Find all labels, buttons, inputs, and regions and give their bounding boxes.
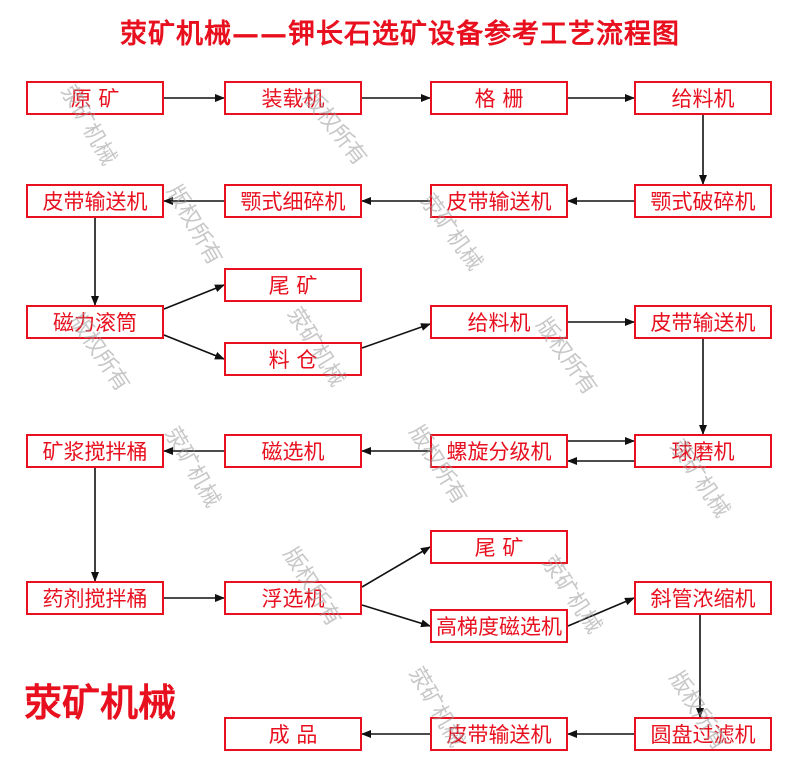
node-belt-conveyor-3: 皮带输送机 (634, 305, 772, 339)
node-silo: 料 仓 (224, 342, 362, 376)
node-loader: 装载机 (224, 81, 362, 115)
node-belt-conveyor-2: 皮带输送机 (430, 184, 568, 218)
arrow-silo-to-feeder-2 (361, 323, 431, 349)
node-belt-conveyor-1: 皮带输送机 (26, 184, 164, 218)
node-hg-magnetic-separator: 高梯度磁选机 (430, 609, 568, 643)
node-reagent-mixing-tank: 药剂搅拌桶 (26, 581, 164, 615)
arrow-magnetic-drum-to-tailings-1 (163, 284, 225, 310)
node-ball-mill: 球磨机 (634, 434, 772, 468)
node-tailings-2: 尾 矿 (430, 530, 568, 564)
node-jaw-fine-crusher: 颚式细碎机 (224, 184, 362, 218)
node-slurry-mixing-tank: 矿浆搅拌桶 (26, 434, 164, 468)
arrow-magnetic-drum-to-silo (163, 334, 225, 360)
node-raw-ore: 原 矿 (26, 81, 164, 115)
brand-logo-text: 荥矿机械 (24, 681, 177, 725)
node-magnetic-drum: 磁力滚筒 (26, 305, 164, 339)
arrow-flotation-machine-to-tailings-2 (361, 546, 431, 588)
node-feeder-2: 给料机 (430, 305, 568, 339)
node-spiral-classifier: 螺旋分级机 (430, 434, 568, 468)
node-disc-filter: 圆盘过滤机 (634, 717, 772, 751)
node-product: 成 品 (224, 717, 362, 751)
node-jaw-crusher: 颚式破碎机 (634, 184, 772, 218)
node-feeder-1: 给料机 (634, 81, 772, 115)
node-belt-conveyor-4: 皮带输送机 (430, 717, 568, 751)
node-flotation-machine: 浮选机 (224, 581, 362, 615)
node-grizzly: 格 栅 (430, 81, 568, 115)
node-tailings-1: 尾 矿 (224, 268, 362, 302)
arrow-hg-magnetic-separator-to-inclined-tube-thickener (567, 597, 635, 627)
node-magnetic-separator: 磁选机 (224, 434, 362, 468)
node-inclined-tube-thickener: 斜管浓缩机 (634, 581, 772, 615)
arrow-flotation-machine-to-hg-magnetic-separator (361, 604, 431, 628)
diagram-title: 荥矿机械——钾长石选矿设备参考工艺流程图 (120, 19, 680, 50)
